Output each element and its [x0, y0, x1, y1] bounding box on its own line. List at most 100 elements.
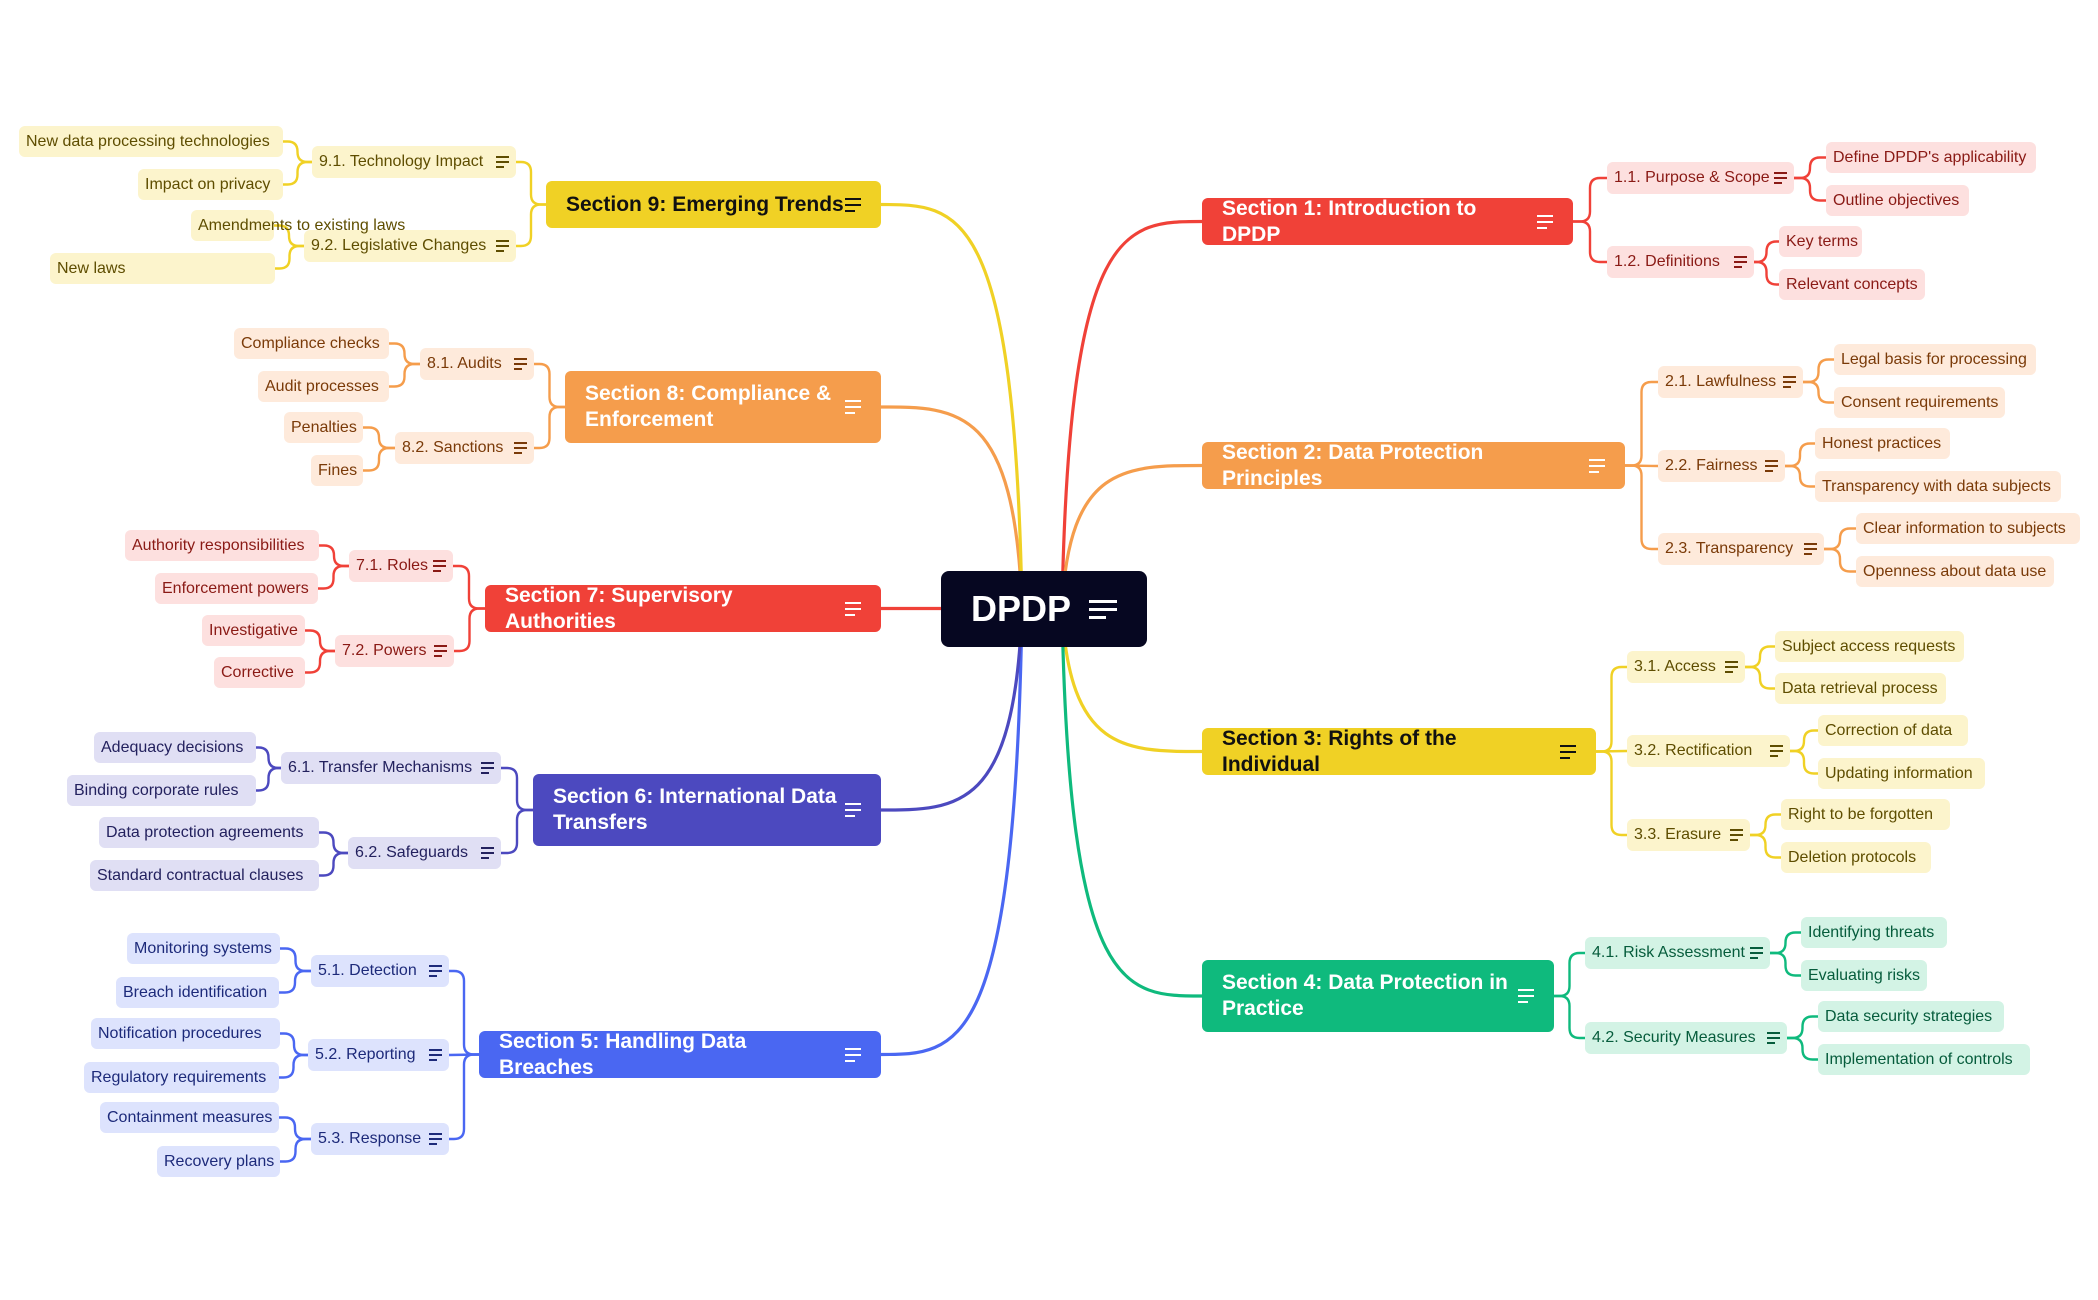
leaf-node[interactable]: Authority responsibilities — [125, 530, 319, 561]
leaf-node[interactable]: Outline objectives — [1826, 185, 1969, 216]
subtopic-node[interactable]: 6.1. Transfer Mechanisms — [281, 752, 501, 784]
leaf-node[interactable]: Recovery plans — [157, 1146, 280, 1177]
leaf-node[interactable]: Compliance checks — [234, 328, 389, 359]
notes-icon[interactable] — [1730, 826, 1743, 844]
subtopic-node[interactable]: 7.1. Roles — [349, 550, 453, 582]
leaf-node[interactable]: Updating information — [1818, 758, 1985, 789]
subtopic-node[interactable]: 2.3. Transparency — [1658, 533, 1824, 565]
leaf-node[interactable]: Relevant concepts — [1779, 269, 1925, 300]
leaf-node[interactable]: Evaluating risks — [1801, 960, 1927, 991]
subtopic-node[interactable]: 8.2. Sanctions — [395, 432, 534, 464]
leaf-node[interactable]: Data retrieval process — [1775, 673, 1946, 704]
leaf-node[interactable]: Impact on privacy — [138, 169, 283, 200]
notes-icon[interactable] — [1734, 253, 1747, 271]
leaf-node[interactable]: Right to be forgotten — [1781, 799, 1950, 830]
section-node-s3[interactable]: Section 3: Rights of the Individual — [1202, 727, 1596, 776]
subtopic-node[interactable]: 6.2. Safeguards — [348, 837, 501, 869]
leaf-node[interactable]: Consent requirements — [1834, 387, 2005, 418]
subtopic-node[interactable]: 7.2. Powers — [335, 635, 454, 667]
notes-icon[interactable] — [845, 1044, 861, 1066]
leaf-node[interactable]: Subject access requests — [1775, 631, 1964, 662]
subtopic-node[interactable]: 3.1. Access — [1627, 651, 1745, 683]
leaf-node[interactable]: Audit processes — [258, 371, 389, 402]
subtopic-node[interactable]: 3.3. Erasure — [1627, 819, 1750, 851]
leaf-node[interactable]: Data protection agreements — [99, 817, 319, 848]
leaf-node[interactable]: Adequacy decisions — [94, 732, 256, 763]
subtopic-node[interactable]: 4.1. Risk Assessment — [1585, 937, 1770, 969]
leaf-node[interactable]: New laws — [50, 253, 275, 284]
leaf-node[interactable]: Binding corporate rules — [67, 775, 256, 806]
leaf-node[interactable]: Data security strategies — [1818, 1001, 2004, 1032]
leaf-node[interactable]: Breach identification — [116, 977, 279, 1008]
subtopic-node[interactable]: 5.1. Detection — [311, 955, 449, 987]
notes-icon[interactable] — [1770, 742, 1783, 760]
notes-icon[interactable] — [1089, 595, 1118, 624]
notes-icon[interactable] — [845, 396, 861, 418]
subtopic-node[interactable]: 3.2. Rectification — [1627, 735, 1790, 767]
leaf-node[interactable]: Regulatory requirements — [84, 1062, 279, 1093]
notes-icon[interactable] — [1767, 1029, 1780, 1047]
leaf-node[interactable]: Monitoring systems — [127, 933, 280, 964]
leaf-node[interactable]: Clear information to subjects — [1856, 513, 2080, 544]
subtopic-node[interactable]: 2.2. Fairness — [1658, 450, 1785, 482]
section-node-s4[interactable]: Section 4: Data Protection in Practice — [1202, 960, 1554, 1032]
section-node-s8[interactable]: Section 8: Compliance & Enforcement — [565, 371, 881, 443]
section-node-s5[interactable]: Section 5: Handling Data Breaches — [479, 1030, 881, 1079]
leaf-node[interactable]: Notification procedures — [91, 1018, 280, 1049]
notes-icon[interactable] — [496, 237, 509, 255]
subtopic-node[interactable]: 1.2. Definitions — [1607, 246, 1754, 278]
leaf-node[interactable]: Honest practices — [1815, 428, 1950, 459]
leaf-node[interactable]: Penalties — [284, 412, 363, 443]
leaf-node[interactable]: Correction of data — [1818, 715, 1968, 746]
leaf-node[interactable]: Standard contractual clauses — [90, 860, 319, 891]
section-node-s1[interactable]: Section 1: Introduction to DPDP — [1202, 197, 1573, 246]
notes-icon[interactable] — [429, 962, 442, 980]
notes-icon[interactable] — [1518, 985, 1534, 1007]
notes-icon[interactable] — [1537, 211, 1553, 233]
notes-icon[interactable] — [1774, 169, 1787, 187]
leaf-node[interactable]: Key terms — [1779, 226, 1862, 257]
leaf-node[interactable]: Define DPDP's applicability — [1826, 142, 2036, 173]
notes-icon[interactable] — [845, 799, 861, 821]
subtopic-node[interactable]: 8.1. Audits — [420, 348, 534, 380]
notes-icon[interactable] — [481, 759, 494, 777]
subtopic-node[interactable]: 5.2. Reporting — [308, 1039, 449, 1071]
subtopic-node[interactable]: 9.2. Legislative Changes — [304, 230, 516, 262]
notes-icon[interactable] — [496, 153, 509, 171]
leaf-node[interactable]: Corrective — [214, 657, 305, 688]
leaf-node[interactable]: Investigative — [202, 615, 305, 646]
subtopic-node[interactable]: 4.2. Security Measures — [1585, 1022, 1787, 1054]
leaf-node[interactable]: Amendments to existing laws — [191, 210, 405, 241]
leaf-node[interactable]: Openness about data use — [1856, 556, 2054, 587]
notes-icon[interactable] — [429, 1046, 442, 1064]
section-node-s2[interactable]: Section 2: Data Protection Principles — [1202, 441, 1625, 490]
leaf-node[interactable]: Implementation of controls — [1818, 1044, 2030, 1075]
notes-icon[interactable] — [434, 642, 447, 660]
notes-icon[interactable] — [1750, 944, 1763, 962]
notes-icon[interactable] — [1725, 658, 1738, 676]
leaf-node[interactable]: Legal basis for processing — [1834, 344, 2036, 375]
subtopic-node[interactable]: 2.1. Lawfulness — [1658, 366, 1803, 398]
notes-icon[interactable] — [1589, 455, 1605, 477]
notes-icon[interactable] — [1783, 373, 1796, 391]
subtopic-node[interactable]: 5.3. Response — [311, 1123, 449, 1155]
notes-icon[interactable] — [514, 439, 527, 457]
leaf-node[interactable]: Identifying threats — [1801, 917, 1947, 948]
notes-icon[interactable] — [514, 355, 527, 373]
notes-icon[interactable] — [429, 1130, 442, 1148]
subtopic-node[interactable]: 1.1. Purpose & Scope — [1607, 162, 1794, 194]
section-node-s6[interactable]: Section 6: International Data Transfers — [533, 774, 881, 846]
leaf-node[interactable]: Enforcement powers — [155, 573, 318, 604]
notes-icon[interactable] — [1560, 741, 1576, 763]
section-node-s9[interactable]: Section 9: Emerging Trends — [546, 181, 881, 228]
notes-icon[interactable] — [481, 844, 494, 862]
notes-icon[interactable] — [845, 194, 861, 216]
section-node-s7[interactable]: Section 7: Supervisory Authorities — [485, 584, 881, 633]
notes-icon[interactable] — [1804, 540, 1817, 558]
leaf-node[interactable]: Transparency with data subjects — [1815, 471, 2061, 502]
leaf-node[interactable]: Fines — [311, 455, 363, 486]
leaf-node[interactable]: Deletion protocols — [1781, 842, 1931, 873]
notes-icon[interactable] — [433, 557, 446, 575]
leaf-node[interactable]: New data processing technologies — [19, 126, 283, 157]
root-topic[interactable]: DPDP — [941, 571, 1147, 647]
